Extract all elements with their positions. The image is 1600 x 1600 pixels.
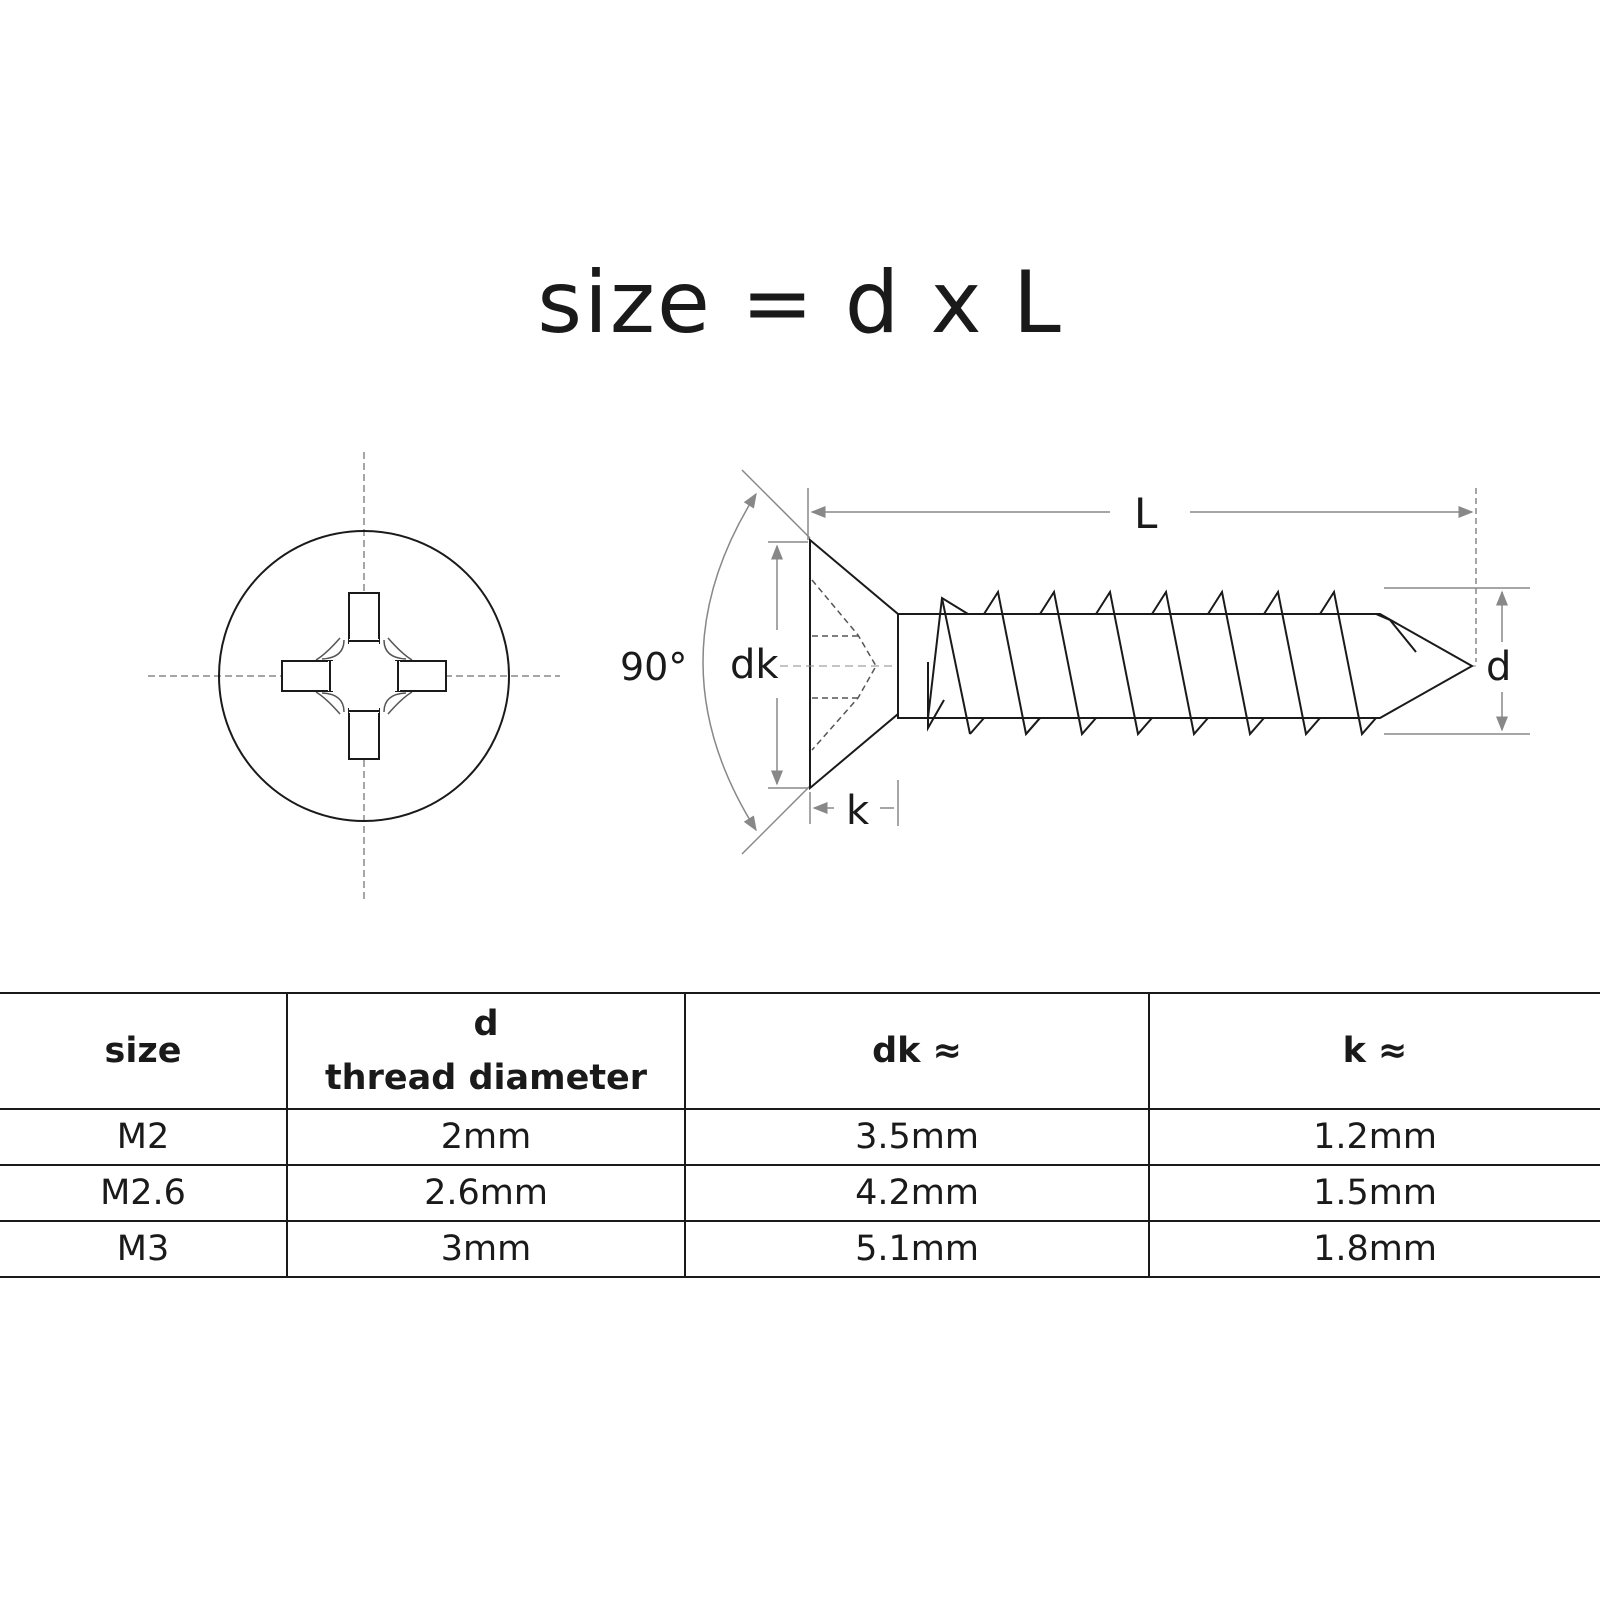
cell-k: 1.8mm: [1148, 1220, 1600, 1278]
spec-table: size d thread diameter dk ≈ k ≈ M2 2mm 3…: [0, 992, 1600, 1278]
angle-label: 90°: [620, 645, 687, 689]
cell-dk: 3.5mm: [684, 1108, 1150, 1166]
cell-dk: 4.2mm: [684, 1164, 1150, 1222]
header-size: size: [0, 992, 288, 1110]
diagram-title: size = d x L: [537, 253, 1063, 353]
screw-side-view: 90° L dk: [620, 469, 1530, 855]
cell-d: 3mm: [286, 1220, 686, 1278]
angle-extension-bottom: [741, 785, 811, 855]
cell-d: 2.6mm: [286, 1164, 686, 1222]
header-dk: dk ≈: [684, 992, 1150, 1110]
cell-k: 1.5mm: [1148, 1164, 1600, 1222]
head-outline-circle: [218, 530, 510, 822]
table-row: M2 2mm 3.5mm 1.2mm: [0, 1108, 1600, 1166]
cell-size: M3: [0, 1220, 288, 1278]
cell-k: 1.2mm: [1148, 1108, 1600, 1166]
header-d-name: thread diameter: [324, 1058, 648, 1098]
thread-diameter-label: d: [1486, 644, 1511, 690]
screw-drawing: 90° L dk: [148, 452, 1530, 902]
screw-head-top-view: [148, 452, 560, 902]
header-k: k ≈: [1148, 992, 1600, 1110]
angle-arc: [702, 492, 757, 832]
phillips-recess-icon: [281, 592, 447, 760]
header-d-symbol: d: [473, 1004, 499, 1044]
head-diameter-label: dk: [730, 642, 779, 688]
cell-dk: 5.1mm: [684, 1220, 1150, 1278]
angle-extension-top: [741, 469, 811, 539]
table-row: M3 3mm 5.1mm 1.8mm: [0, 1220, 1600, 1278]
cell-size: M2: [0, 1108, 288, 1166]
threaded-shank: [897, 589, 1475, 737]
table-header-row: size d thread diameter dk ≈ k ≈: [0, 992, 1600, 1110]
cell-size: M2.6: [0, 1164, 288, 1222]
header-thread-diameter: d thread diameter: [286, 992, 686, 1110]
countersunk-head: [809, 537, 899, 791]
head-height-label: k: [846, 788, 870, 834]
cell-d: 2mm: [286, 1108, 686, 1166]
length-label: L: [1134, 489, 1158, 538]
table-row: M2.6 2.6mm 4.2mm 1.5mm: [0, 1164, 1600, 1222]
